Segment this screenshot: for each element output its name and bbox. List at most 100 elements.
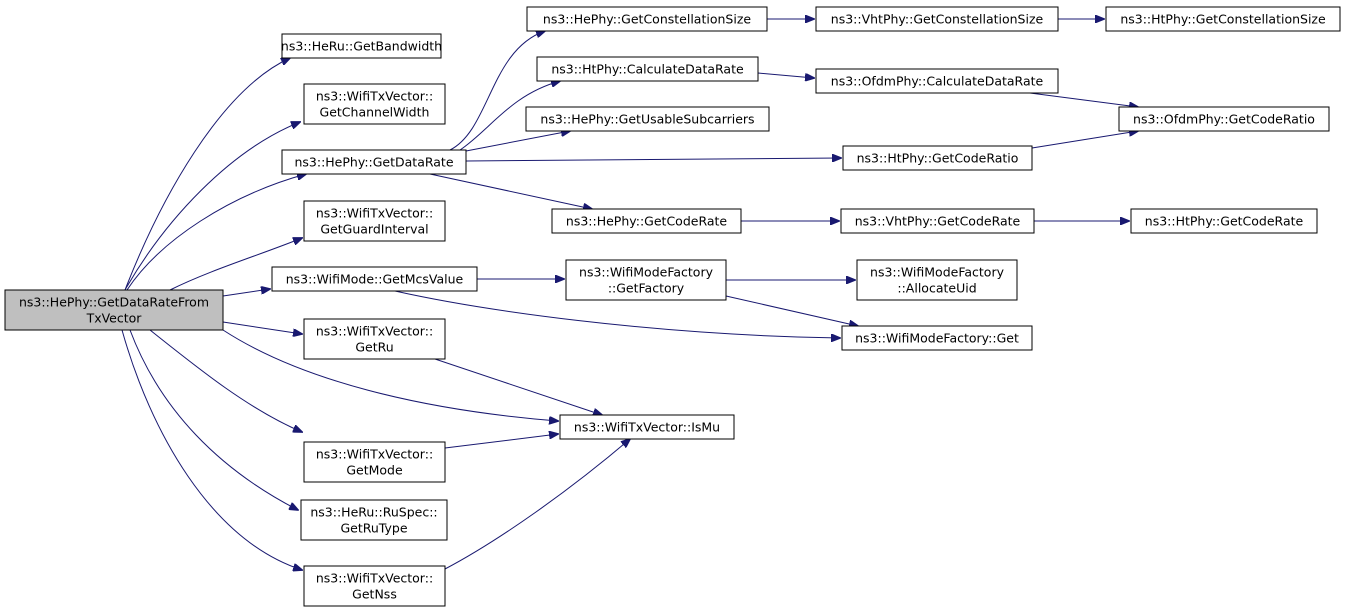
node-label: ns3::HtPhy::GetCodeRatio [857, 151, 1019, 166]
node-label: ns3::HtPhy::GetConstellationSize [1120, 12, 1326, 27]
node-hephy-getcoderate[interactable]: ns3::HePhy::GetCodeRate [551, 208, 742, 234]
node-label: ns3::HtPhy::GetCodeRate [1145, 214, 1304, 229]
node-box [1130, 208, 1318, 234]
edge-wtxv_getmode-to-wtxv_ismu [444, 434, 558, 449]
node-label: GetNss [352, 587, 397, 602]
node-box [1118, 106, 1330, 132]
node-vhtphy-getcoderate[interactable]: ns3::VhtPhy::GetCodeRate [840, 208, 1035, 234]
node-box [303, 318, 446, 360]
node-label: ns3::WifiTxVector::IsMu [574, 420, 720, 435]
node-label: ns3::VhtPhy::GetCodeRate [855, 214, 1021, 229]
node-label: ns3::WifiMode::GetMcsValue [286, 272, 464, 287]
node-heru-getbandwidth[interactable]: ns3::HeRu::GetBandwidth [281, 33, 442, 59]
node-label: GetGuardInterval [320, 222, 428, 237]
node-box [840, 208, 1035, 234]
edge-htphy_calculatedatarate-to-ofdmphy_calculatedatarate [757, 72, 814, 78]
node-wmf-allocateuid[interactable]: ns3::WifiModeFactory::AllocateUid [856, 259, 1018, 301]
node-label: ns3::HePhy::GetUsableSubcarriers [540, 112, 754, 127]
node-box [815, 68, 1059, 94]
edge-root-to-wtxv_getmode [149, 329, 302, 432]
node-label: ns3::HeRu::GetBandwidth [281, 39, 442, 54]
nodes-layer: ns3::HePhy::GetDataRateFromTxVectorns3::… [4, 6, 1341, 607]
node-wtxv-getchannelwidth[interactable]: ns3::WifiTxVector::GetChannelWidth [303, 83, 446, 125]
edge-root-to-wtxv_getchannelwidth [124, 122, 300, 291]
edge-hephy_getdatarate-to-htphy_getcoderatio [465, 158, 841, 161]
node-box [303, 441, 446, 483]
node-box [536, 56, 759, 82]
node-htphy-getcoderatio[interactable]: ns3::HtPhy::GetCodeRatio [842, 145, 1033, 171]
node-box [303, 565, 446, 607]
node-label: ns3::VhtPhy::GetConstellationSize [831, 12, 1044, 27]
node-htphy-getconstellationsize[interactable]: ns3::HtPhy::GetConstellationSize [1105, 6, 1341, 32]
node-htphy-calculatedatarate[interactable]: ns3::HtPhy::CalculateDataRate [536, 56, 759, 82]
node-label: GetRuType [340, 521, 407, 536]
node-box [559, 414, 735, 440]
node-ofdmphy-calculatedatarate[interactable]: ns3::OfdmPhy::CalculateDataRate [815, 68, 1059, 94]
node-box [565, 259, 727, 301]
edge-root-to-wtxv_getru [222, 321, 302, 334]
node-box [841, 325, 1033, 351]
node-hephy-getusablesubcarriers[interactable]: ns3::HePhy::GetUsableSubcarriers [525, 106, 770, 132]
node-label: TxVector [86, 311, 143, 326]
edges-layer [121, 19, 1138, 570]
node-htphy-getcoderate[interactable]: ns3::HtPhy::GetCodeRate [1130, 208, 1318, 234]
node-label: GetChannelWidth [320, 105, 430, 120]
edge-ofdmphy_calculatedatarate-to-ofdmphy_getcoderatio [1029, 92, 1138, 107]
node-label: ns3::HePhy::GetConstellationSize [543, 12, 751, 27]
node-ofdmphy-getcoderatio[interactable]: ns3::OfdmPhy::GetCodeRatio [1118, 106, 1330, 132]
node-box [551, 208, 742, 234]
node-box [303, 200, 446, 242]
node-hephy-getconstellationsize[interactable]: ns3::HePhy::GetConstellationSize [526, 6, 768, 32]
node-box [525, 106, 770, 132]
node-wtxv-ismu[interactable]: ns3::WifiTxVector::IsMu [559, 414, 735, 440]
node-vhtphy-getconstellationsize[interactable]: ns3::VhtPhy::GetConstellationSize [815, 6, 1059, 32]
edge-root-to-heru_getbandwidth [124, 58, 290, 291]
edge-wmf_getfactory-to-wmf_get [725, 295, 858, 326]
node-hephy-getdatarate[interactable]: ns3::HePhy::GetDataRate [281, 149, 467, 175]
node-box [1105, 6, 1341, 32]
node-label: ns3::WifiTxVector:: [316, 89, 433, 104]
node-heru-getrutype[interactable]: ns3::HeRu::RuSpec::GetRuType [300, 499, 448, 541]
node-wmf-get[interactable]: ns3::WifiModeFactory::Get [841, 325, 1033, 351]
node-wmf-getfactory[interactable]: ns3::WifiModeFactory::GetFactory [565, 259, 727, 301]
node-label: ns3::WifiTxVector:: [316, 206, 433, 221]
node-label: ns3::HtPhy::CalculateDataRate [551, 62, 744, 77]
node-box [281, 149, 467, 175]
node-wifimode-getmcsvalue[interactable]: ns3::WifiMode::GetMcsValue [271, 266, 478, 292]
node-box [815, 6, 1059, 32]
edge-root-to-wtxv_ismu [222, 329, 558, 421]
node-wtxv-getru[interactable]: ns3::WifiTxVector::GetRu [303, 318, 446, 360]
node-box [281, 33, 442, 59]
node-box [842, 145, 1033, 171]
edge-root-to-wifimode_getmcsvalue [222, 289, 270, 297]
node-box [526, 6, 768, 32]
edge-hephy_getdatarate-to-hephy_getconstellationsize [449, 31, 545, 151]
edge-root-to-wtxv_getnss [121, 329, 302, 570]
node-label: ns3::WifiTxVector:: [316, 324, 433, 339]
edge-htphy_getcoderatio-to-ofdmphy_getcoderatio [1031, 131, 1138, 149]
node-wtxv-getguardinterval[interactable]: ns3::WifiTxVector::GetGuardInterval [303, 200, 446, 242]
edge-root-to-heru_getrutype [129, 329, 298, 510]
edge-hephy_getdatarate-to-htphy_calculatedatarate [459, 81, 560, 151]
edge-hephy_getdatarate-to-hephy_getcoderate [429, 173, 592, 209]
edge-wifimode_getmcsvalue-to-wmf_get [394, 290, 840, 338]
node-wtxv-getmode[interactable]: ns3::WifiTxVector::GetMode [303, 441, 446, 483]
node-box [271, 266, 478, 292]
node-label: ns3::OfdmPhy::GetCodeRatio [1133, 112, 1315, 127]
edge-root-to-wtxv_getguardinterval [169, 238, 302, 291]
node-box [4, 289, 224, 331]
edge-wtxv_getnss-to-wtxv_ismu [444, 439, 630, 570]
node-label: ns3::WifiTxVector:: [316, 447, 433, 462]
node-wtxv-getnss[interactable]: ns3::WifiTxVector::GetNss [303, 565, 446, 607]
node-label: ns3::HePhy::GetDataRateFrom [19, 295, 209, 310]
node-box [856, 259, 1018, 301]
node-label: ns3::WifiTxVector:: [316, 571, 433, 586]
node-label: GetMode [346, 463, 403, 478]
node-label: ns3::WifiModeFactory::Get [855, 331, 1019, 346]
node-label: ns3::HePhy::GetCodeRate [566, 214, 728, 229]
node-label: ns3::WifiModeFactory [579, 265, 714, 280]
node-label: ns3::WifiModeFactory [870, 265, 1005, 280]
edge-wtxv_getru-to-wtxv_ismu [434, 358, 602, 415]
